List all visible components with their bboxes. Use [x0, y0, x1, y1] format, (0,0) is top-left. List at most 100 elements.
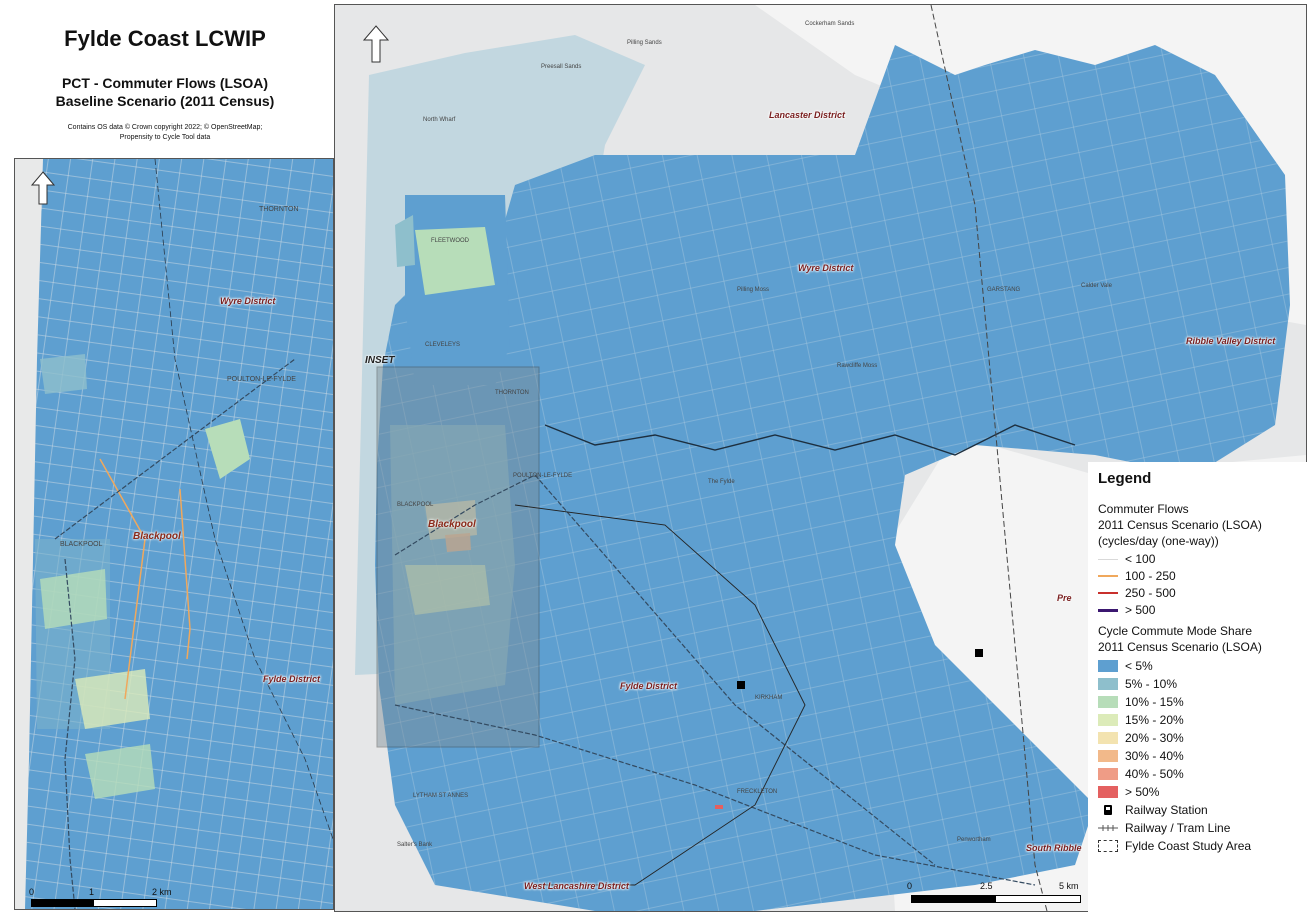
legend-panel: Legend Commuter Flows 2011 Census Scenar… [1088, 462, 1310, 915]
main-district-blackpool: Blackpool [428, 519, 476, 530]
main-scale-mid: 2.5 [980, 881, 993, 891]
inset-scale-mid: 1 [89, 887, 95, 897]
main-place-poulton: POULTON-LE-FYLDE [513, 473, 573, 479]
legend-share-label: > 50% [1125, 785, 1160, 799]
map-subtitle-line2: Baseline Scenario (2011 Census) [55, 93, 275, 109]
legend-share-item: < 5% [1098, 658, 1153, 674]
inset-study-area-boundary [154, 159, 333, 840]
main-place-fleetwood: FLEETWOOD [431, 238, 470, 244]
legend-share-item: 40% - 50% [1098, 766, 1184, 782]
legend-share-swatch [1098, 750, 1118, 762]
main-scale-bar [911, 895, 1081, 903]
main-district-boundary [514, 504, 806, 886]
map-subtitle-line1: PCT - Commuter Flows (LSOA) [61, 75, 269, 91]
inset-label-wyre-district: Wyre District [220, 296, 276, 306]
main-inset-label: INSET [365, 355, 395, 366]
main-place-the-fylde: The Fylde [708, 479, 735, 485]
main-place-calder-vale: Calder Vale [1081, 283, 1112, 289]
legend-share-item: 5% - 10% [1098, 676, 1177, 692]
legend-flows-heading1: Commuter Flows [1098, 502, 1189, 516]
inset-flow-line [99, 458, 146, 700]
main-district-wyre: Wyre District [798, 263, 854, 273]
legend-share-swatch [1098, 786, 1118, 798]
inset-north-arrow-icon [31, 171, 55, 205]
legend-flow-item: 100 - 250 [1098, 568, 1176, 584]
main-river [544, 424, 1076, 456]
legend-railway-station-icon [1098, 804, 1118, 816]
legend-study-area-icon [1098, 840, 1118, 852]
legend-flow-label: > 500 [1125, 603, 1156, 617]
inset-label-poulton: POULTON-LE-FYLDE [227, 376, 296, 383]
legend-study-area-label: Fylde Coast Study Area [1125, 839, 1252, 853]
legend-flow-label: < 100 [1125, 552, 1156, 566]
legend-share-label: 10% - 15% [1125, 695, 1184, 709]
main-north-arrow-icon [363, 25, 389, 63]
main-place-st-annes: LYTHAM ST ANNES [413, 793, 469, 799]
legend-share-label: 30% - 40% [1125, 749, 1184, 763]
legend-share-swatch [1098, 660, 1118, 672]
main-district-west-lancashire: West Lancashire District [524, 881, 629, 891]
main-place-rawcliffe-moss: Rawcliffe Moss [837, 363, 878, 369]
legend-share-label: 15% - 20% [1125, 713, 1184, 727]
credit-line2: Propensity to Cycle Tool data [119, 134, 211, 141]
inset-label-blackpool-town: BLACKPOOL [60, 541, 103, 548]
legend-railway-line-item: Railway / Tram Line [1098, 820, 1230, 836]
main-district-ribble-valley: Ribble Valley District [1186, 336, 1276, 346]
main-patch-10to15 [415, 227, 495, 295]
main-place-preesall-sands: Preesall Sands [541, 64, 582, 70]
main-patch-15to20 [405, 565, 490, 615]
main-inset-rectangle [376, 366, 540, 748]
legend-flow-swatch [1098, 608, 1118, 612]
legend-title: Legend [1098, 470, 1152, 487]
inset-map-canvas [15, 159, 333, 909]
main-place-salters-bank: Salter's Bank [397, 842, 433, 848]
main-place-garstang: GARSTANG [987, 287, 1021, 293]
inset-scale-bar [31, 899, 157, 907]
main-place-pilling-moss: Pilling Moss [737, 287, 770, 293]
inset-patch-10to15 [205, 419, 250, 479]
main-district-south-ribble: South Ribble [1026, 843, 1082, 853]
legend-share-label: 40% - 50% [1125, 767, 1184, 781]
legend-flows-heading3: (cycles/day (one-way)) [1098, 534, 1219, 548]
legend-flow-label: 250 - 500 [1125, 586, 1176, 600]
inset-scale-zero: 0 [29, 887, 35, 897]
legend-share-swatch [1098, 696, 1118, 708]
legend-flow-label: 100 - 250 [1125, 569, 1176, 583]
main-place-preston-partial: Pre [1057, 593, 1072, 603]
main-place-freckleton: FRECKLETON [737, 789, 778, 795]
main-district-lancaster: Lancaster District [769, 110, 846, 120]
inset-label-blackpool: Blackpool [133, 531, 181, 542]
map-title: Fylde Coast LCWIP [64, 26, 266, 51]
legend-flow-item: < 100 [1098, 551, 1155, 567]
legend-flow-item: > 500 [1098, 602, 1155, 618]
main-scale-end: 5 km [1059, 881, 1079, 891]
legend-railway-line-icon [1098, 822, 1118, 834]
main-place-penwortham: Penwortham [957, 837, 991, 843]
main-place-kirkham: KIRKHAM [755, 695, 783, 701]
main-place-north-wharf: North Wharf [423, 117, 456, 123]
legend-share-label: 5% - 10% [1125, 677, 1178, 691]
inset-scale-end: 2 km [152, 887, 172, 897]
inset-label-thornton: THORNTON [259, 206, 299, 213]
legend-share-item: 20% - 30% [1098, 730, 1184, 746]
legend-study-area-item: Fylde Coast Study Area [1098, 838, 1251, 854]
legend-flow-swatch [1098, 575, 1118, 577]
legend-share-swatch [1098, 732, 1118, 744]
legend-share-label: 20% - 30% [1125, 731, 1184, 745]
title-block: Fylde Coast LCWIP PCT - Commuter Flows (… [0, 0, 330, 158]
main-place-cleveleys: CLEVELEYS [425, 342, 461, 348]
legend-share-item: 10% - 15% [1098, 694, 1184, 710]
legend-share-heading2: 2011 Census Scenario (LSOA) [1098, 640, 1262, 654]
legend-share-item: 15% - 20% [1098, 712, 1184, 728]
main-place-blackpool-town: BLACKPOOL [397, 502, 434, 508]
inset-railway-line [54, 358, 296, 540]
credit-line1: Contains OS data © Crown copyright 2022;… [67, 124, 263, 131]
main-railway-station-icon [737, 681, 745, 689]
legend-railway-line-label: Railway / Tram Line [1125, 821, 1231, 835]
inset-map[interactable]: THORNTON POULTON-LE-FYLDE BLACKPOOL Blac… [14, 158, 334, 910]
main-railway-line [930, 5, 1048, 911]
legend-share-swatch [1098, 678, 1118, 690]
main-place-thornton: THORNTON [495, 390, 529, 396]
legend-flow-swatch [1098, 558, 1118, 560]
main-district-fylde: Fylde District [620, 681, 678, 691]
